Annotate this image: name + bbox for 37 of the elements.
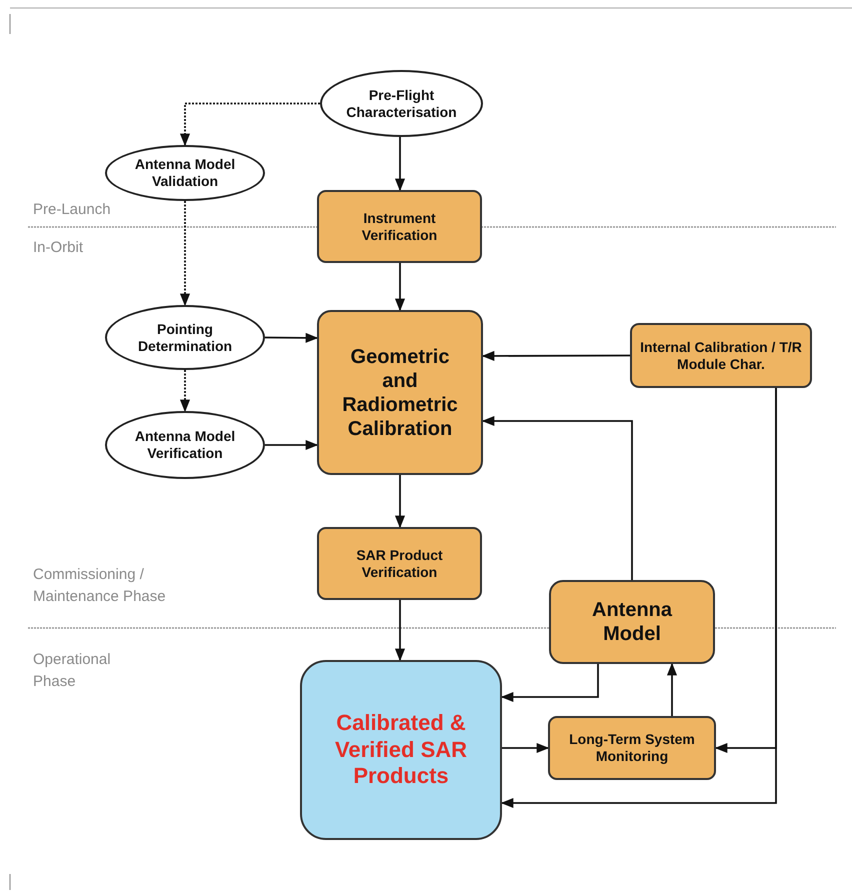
arrow [394,475,406,528]
dotted-arrow [180,201,190,306]
node-label: SAR Product Verification [355,546,444,580]
phase-label: Commissioning / Maintenance Phase [33,565,167,607]
node-label: Antenna Model Validation [134,156,236,190]
node-label: Pointing Determination [136,320,234,354]
arrow [666,662,678,716]
arrow [500,664,599,702]
process-box [548,716,716,780]
process-box [317,310,483,475]
dotted-arrow [180,102,320,146]
dotted-arrow [180,370,190,412]
node-label: Antenna Model Verification [134,428,236,462]
arrow [265,332,318,343]
arrow [500,388,777,808]
output-box [300,660,502,840]
phase-label: Operational Phase [33,650,112,692]
node-label: Antenna Model [591,598,674,646]
node-label: Instrument Verification [360,210,438,244]
node-label: Geometric and Radiometric Calibration [341,344,459,440]
arrow [265,440,318,450]
arrow [482,416,633,580]
node-label: Calibrated & Verified SAR Products [334,710,468,790]
phase-label: In-Orbit [33,238,84,258]
arrow [394,263,406,312]
arrow [482,350,630,361]
phase-label: Pre-Launch [33,200,112,220]
arrow [394,600,406,662]
node-label: Internal Calibration / T/R Module Char. [639,338,803,372]
node-label: Long-Term System Monitoring [568,731,696,765]
process-box [549,580,715,664]
process-box [630,323,812,388]
process-box [317,527,482,600]
node-label: Pre-Flight Characterisation [345,86,458,120]
arrow [394,137,406,192]
process-box [317,190,482,263]
arrow [502,742,550,754]
